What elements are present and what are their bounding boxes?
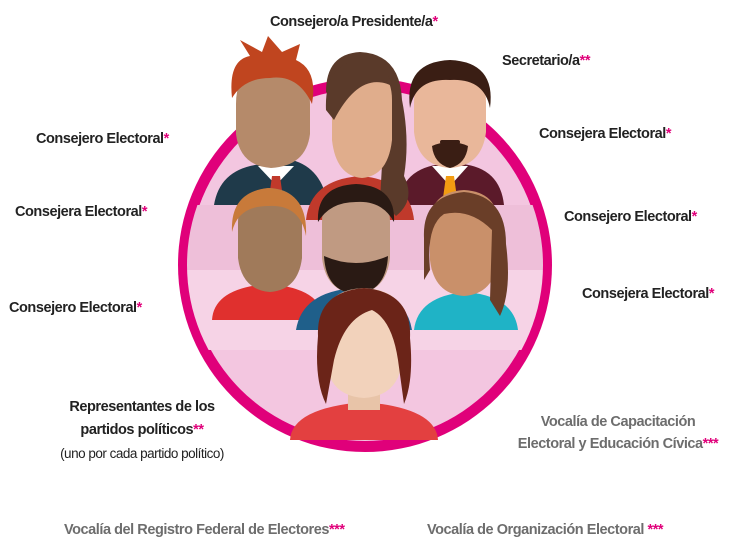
label-secretario: Secretario/a** (502, 53, 591, 69)
label-consejera-electoral-right-3: Consejera Electoral* (582, 286, 715, 302)
label-vocalia-organizacion: Vocalía de Organización Electoral *** (427, 522, 664, 538)
label-vocalia-capacitacion: Vocalía de Capacitación Electoral y Educ… (517, 414, 719, 452)
label-vocalia-registro: Vocalía del Registro Federal de Electore… (64, 522, 345, 538)
label-consejero-presidente: Consejero/a Presidente/a* (270, 14, 438, 30)
label-consejera-electoral-left-2: Consejera Electoral* (15, 204, 148, 220)
person-front (290, 288, 438, 440)
label-consejero-electoral-right-2: Consejero Electoral* (564, 209, 697, 225)
label-consejero-electoral-left-3: Consejero Electoral* (9, 300, 142, 316)
person-mid-right (414, 190, 518, 330)
representantes-line1: Representantes de los (69, 399, 215, 415)
representantes-line2: partidos políticos (80, 422, 194, 438)
label-representantes-partidos: Representantes de los partidos políticos… (17, 396, 267, 465)
representantes-note: (uno por cada partido político) (60, 446, 224, 461)
person-mid-left (212, 188, 324, 320)
person-back-right (398, 60, 504, 205)
label-consejero-electoral-left-1: Consejero Electoral* (36, 131, 169, 147)
label-consejera-electoral-right-1: Consejera Electoral* (539, 126, 672, 142)
